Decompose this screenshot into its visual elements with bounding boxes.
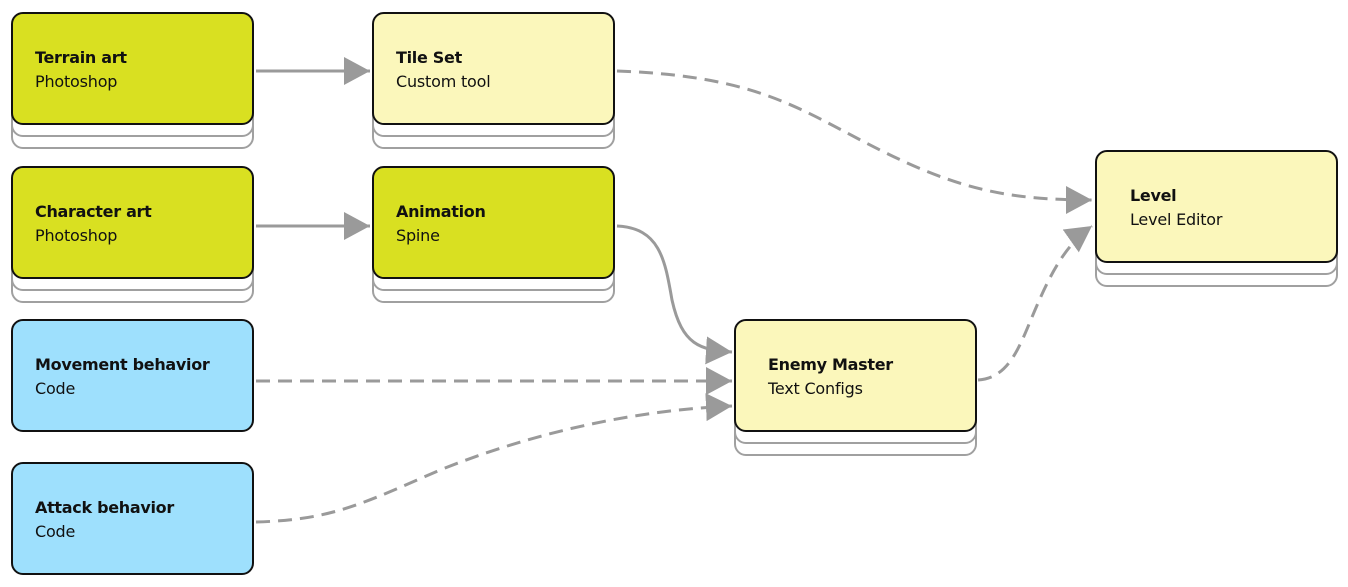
node-title: Animation: [396, 202, 486, 221]
node-card: Terrain art Photoshop: [11, 12, 254, 125]
node-animation[interactable]: Animation Spine: [372, 166, 615, 303]
node-subtitle: Photoshop: [35, 226, 118, 245]
node-subtitle: Custom tool: [396, 72, 491, 91]
edge-enemy-master-to-level: [977, 224, 1093, 382]
node-subtitle: Photoshop: [35, 72, 118, 91]
node-terrain-art[interactable]: Terrain art Photoshop: [11, 12, 254, 149]
node-subtitle: Level Editor: [1130, 210, 1223, 229]
node-title: Attack behavior: [35, 498, 174, 517]
node-tile-set[interactable]: Tile Set Custom tool: [372, 12, 615, 149]
node-card: Animation Spine: [372, 166, 615, 279]
node-title: Tile Set: [396, 48, 462, 67]
node-title: Level: [1130, 186, 1177, 205]
node-title: Movement behavior: [35, 355, 210, 374]
node-card: Attack behavior Code: [11, 462, 254, 575]
node-attack-behavior[interactable]: Attack behavior Code: [11, 462, 254, 575]
node-title: Character art: [35, 202, 152, 221]
node-enemy-master[interactable]: Enemy Master Text Configs: [734, 319, 977, 456]
node-subtitle: Spine: [396, 226, 440, 245]
node-movement-behavior[interactable]: Movement behavior Code: [11, 319, 254, 432]
node-subtitle: Code: [35, 379, 76, 398]
node-subtitle: Code: [35, 522, 76, 541]
node-level[interactable]: Level Level Editor: [1095, 150, 1338, 287]
node-card: Character art Photoshop: [11, 166, 254, 279]
node-card: Level Level Editor: [1095, 150, 1338, 263]
node-title: Enemy Master: [768, 355, 893, 374]
node-title: Terrain art: [35, 48, 127, 67]
edge-animation-to-enemy-master: [616, 224, 733, 365]
node-character-art[interactable]: Character art Photoshop: [11, 166, 254, 303]
node-card: Tile Set Custom tool: [372, 12, 615, 125]
node-card: Enemy Master Text Configs: [734, 319, 977, 432]
edge-tile-set-to-level: [616, 69, 1093, 214]
node-card: Movement behavior Code: [11, 319, 254, 432]
edge-attack-to-enemy-master: [255, 393, 733, 524]
node-subtitle: Text Configs: [768, 379, 863, 398]
